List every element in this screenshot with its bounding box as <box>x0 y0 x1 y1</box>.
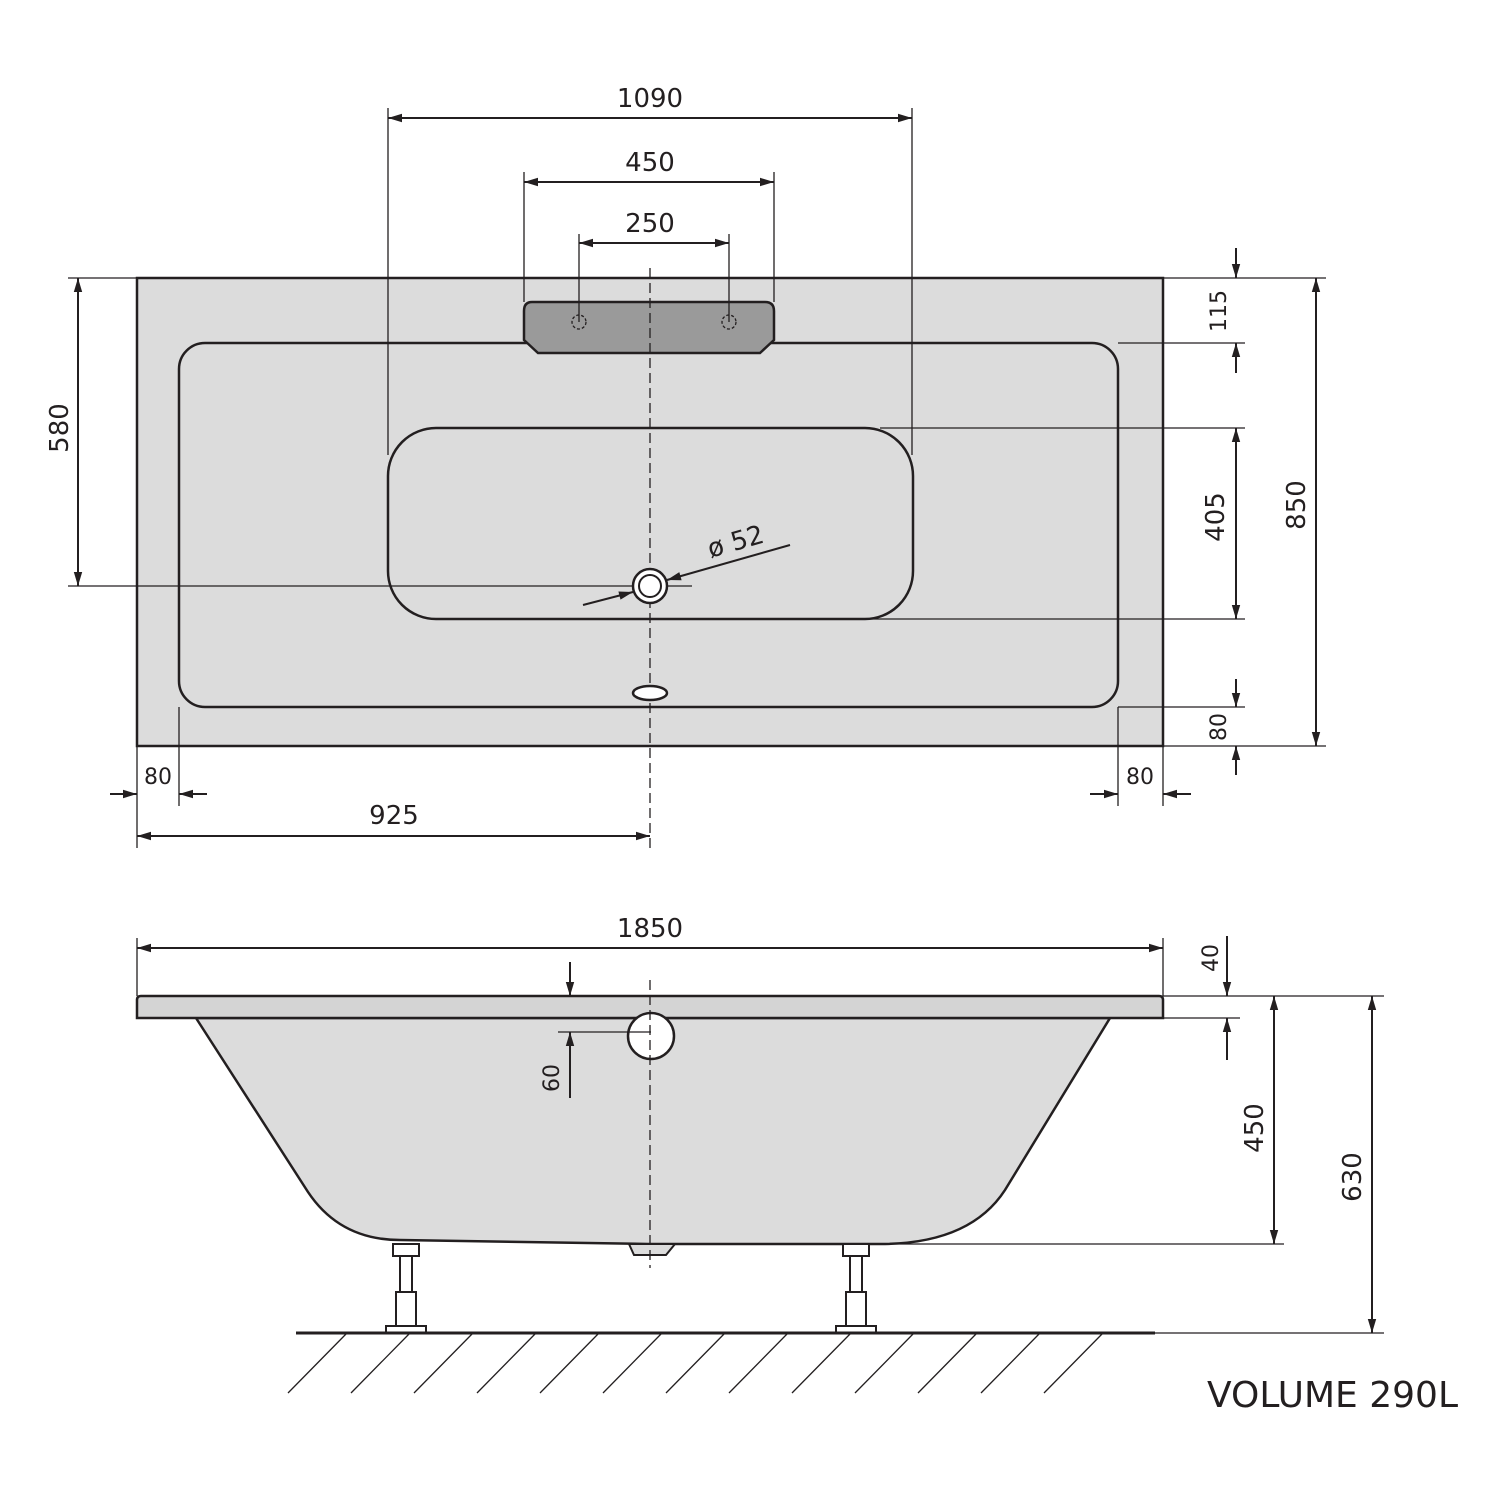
top-view: 1090 450 250 580 115 405 850 80 ø 52 80 … <box>45 84 1326 848</box>
leg-left <box>385 1243 427 1334</box>
dim-60: 60 <box>540 1064 565 1092</box>
dim-630: 630 <box>1338 1152 1368 1202</box>
drain-inner-icon <box>638 574 662 598</box>
floor-hatching <box>287 1332 1104 1394</box>
tub-rim-side <box>135 994 1165 1020</box>
overflow-icon <box>631 684 669 702</box>
dim-450-top: 450 <box>625 148 675 178</box>
dim-115: 115 <box>1207 290 1232 332</box>
dim-925: 925 <box>369 801 419 831</box>
dim-580: 580 <box>45 403 75 453</box>
headrest <box>522 300 776 355</box>
side-view: 1850 40 60 450 630 <box>135 914 1384 1394</box>
dim-1850: 1850 <box>617 914 683 944</box>
dim-1090: 1090 <box>617 84 683 114</box>
leg-right <box>835 1243 877 1334</box>
dim-80-left: 80 <box>144 765 172 790</box>
dim-450-side: 450 <box>1240 1103 1270 1153</box>
dim-40: 40 <box>1199 944 1224 972</box>
dim-80-right-vertical: 80 <box>1207 713 1232 741</box>
dim-405: 405 <box>1201 492 1231 542</box>
volume-label: VOLUME 290L <box>1207 1375 1458 1416</box>
dim-850: 850 <box>1282 480 1312 530</box>
overflow-side-icon <box>626 1011 676 1061</box>
drain-outlet-side <box>627 1243 678 1256</box>
dim-80-right: 80 <box>1126 765 1154 790</box>
dim-250: 250 <box>625 209 675 239</box>
